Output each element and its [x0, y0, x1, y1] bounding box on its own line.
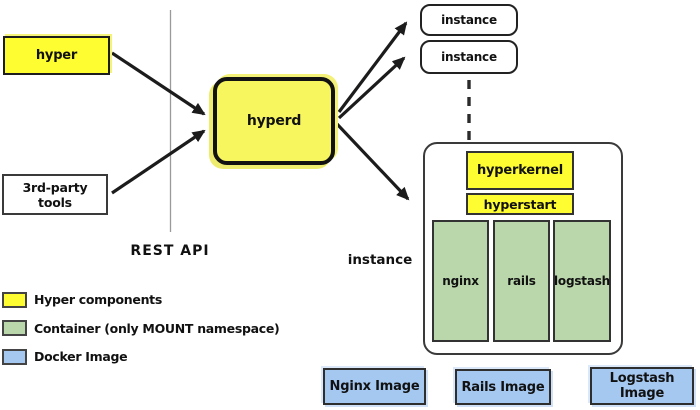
- node-hyperkernel: hyperkernel: [466, 151, 574, 190]
- node-hyper-label: hyper: [35, 48, 78, 63]
- node-container-rails-label: rails: [507, 274, 536, 288]
- node-container-nginx: nginx: [432, 220, 489, 342]
- docker-image-nginx: Nginx Image: [323, 368, 426, 405]
- node-hyperd-label: hyperd: [246, 113, 302, 129]
- legend: Hyper components Container (only MOUNT n…: [2, 291, 280, 377]
- node-hyperstart: hyperstart: [466, 193, 574, 215]
- arrow-hyperd-to-instance2: [337, 56, 406, 120]
- instance-group-caption: instance: [347, 252, 413, 268]
- node-hyperd: hyperd: [213, 77, 335, 165]
- node-container-logstash-label: logstash: [554, 274, 611, 288]
- arrow-hyperd-to-instance1: [337, 21, 408, 113]
- legend-item-docker-image: Docker Image: [2, 348, 279, 365]
- node-instance-1-label: instance: [441, 13, 497, 27]
- node-container-nginx-label: nginx: [442, 274, 479, 288]
- node-hyper: hyper: [3, 36, 110, 75]
- legend-item-hyper-components: Hyper components: [2, 291, 279, 308]
- docker-image-rails-label: Rails Image: [461, 379, 545, 395]
- docker-image-logstash: Logstash Image: [590, 367, 694, 405]
- legend-swatch-yellow: [2, 291, 27, 308]
- rest-api-label: REST API: [130, 243, 210, 259]
- legend-swatch-green: [2, 320, 27, 336]
- docker-image-nginx-label: Nginx Image: [329, 379, 420, 394]
- arrow-thirdparty-to-hyperd: [111, 129, 206, 195]
- node-container-logstash: logstash: [553, 220, 611, 342]
- docker-image-logstash-label: Logstash Image: [609, 371, 675, 401]
- node-instance-2: instance: [420, 40, 518, 74]
- arrow-hyper-to-hyperd: [111, 51, 206, 116]
- docker-image-rails: Rails Image: [455, 369, 551, 405]
- node-third-party-tools: 3rd-party tools: [2, 174, 108, 215]
- arrow-hyperd-to-instance-group: [335, 122, 410, 201]
- node-hyperkernel-label: hyperkernel: [476, 163, 564, 178]
- legend-item-container: Container (only MOUNT namespace): [2, 320, 280, 337]
- node-instance-2-label: instance: [441, 50, 497, 64]
- node-hyperstart-label: hyperstart: [483, 196, 557, 212]
- legend-label-container: Container (only MOUNT namespace): [34, 320, 280, 336]
- node-third-party-tools-label: 3rd-party tools: [22, 179, 88, 210]
- legend-label-docker-image: Docker Image: [34, 349, 128, 364]
- legend-label-hyper-components: Hyper components: [34, 292, 163, 307]
- node-instance-1: instance: [420, 4, 518, 36]
- legend-swatch-blue: [2, 348, 27, 365]
- node-container-rails: rails: [493, 220, 550, 342]
